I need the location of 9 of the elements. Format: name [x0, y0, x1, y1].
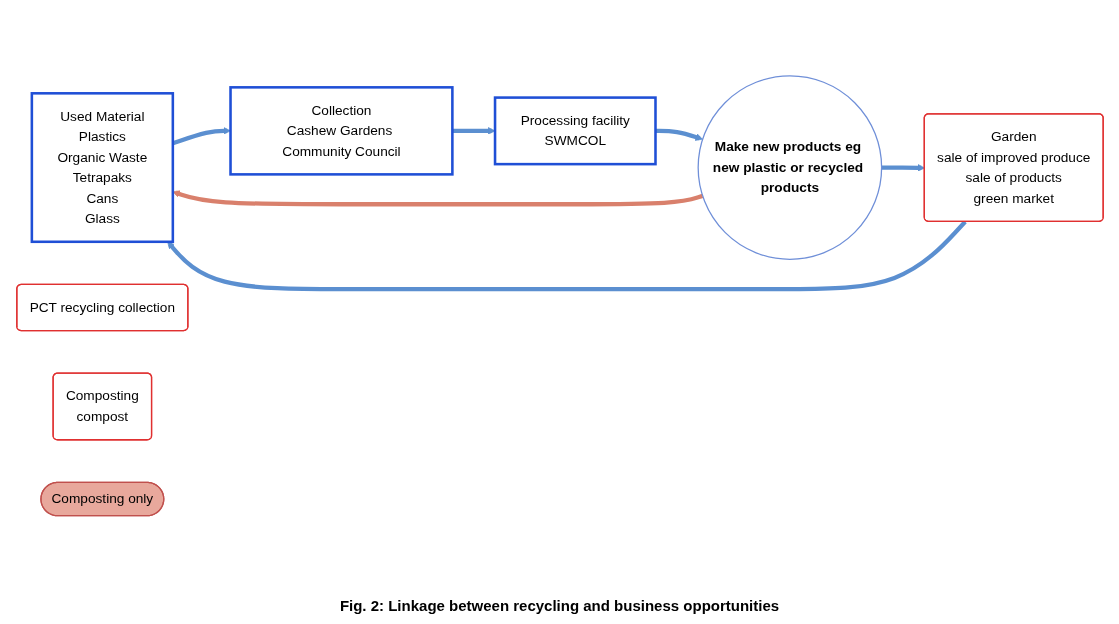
node-box: Collection Cashew Gardens Community Council — [228, 85, 454, 176]
arrow — [655, 128, 703, 141]
arrow — [172, 190, 703, 207]
node-box: Used Material Plastics Organic Waste Tetrapaks Cans Glass — [30, 91, 174, 243]
arrow — [451, 126, 495, 135]
figure-caption: Fig. 2: Linkage between recycling and business opportunities — [339, 597, 780, 614]
node-circle: Make new products eg new plastic or recycled products — [697, 74, 882, 260]
arrow — [166, 220, 967, 291]
node-box: Processing facility SWMCOL — [493, 96, 657, 166]
